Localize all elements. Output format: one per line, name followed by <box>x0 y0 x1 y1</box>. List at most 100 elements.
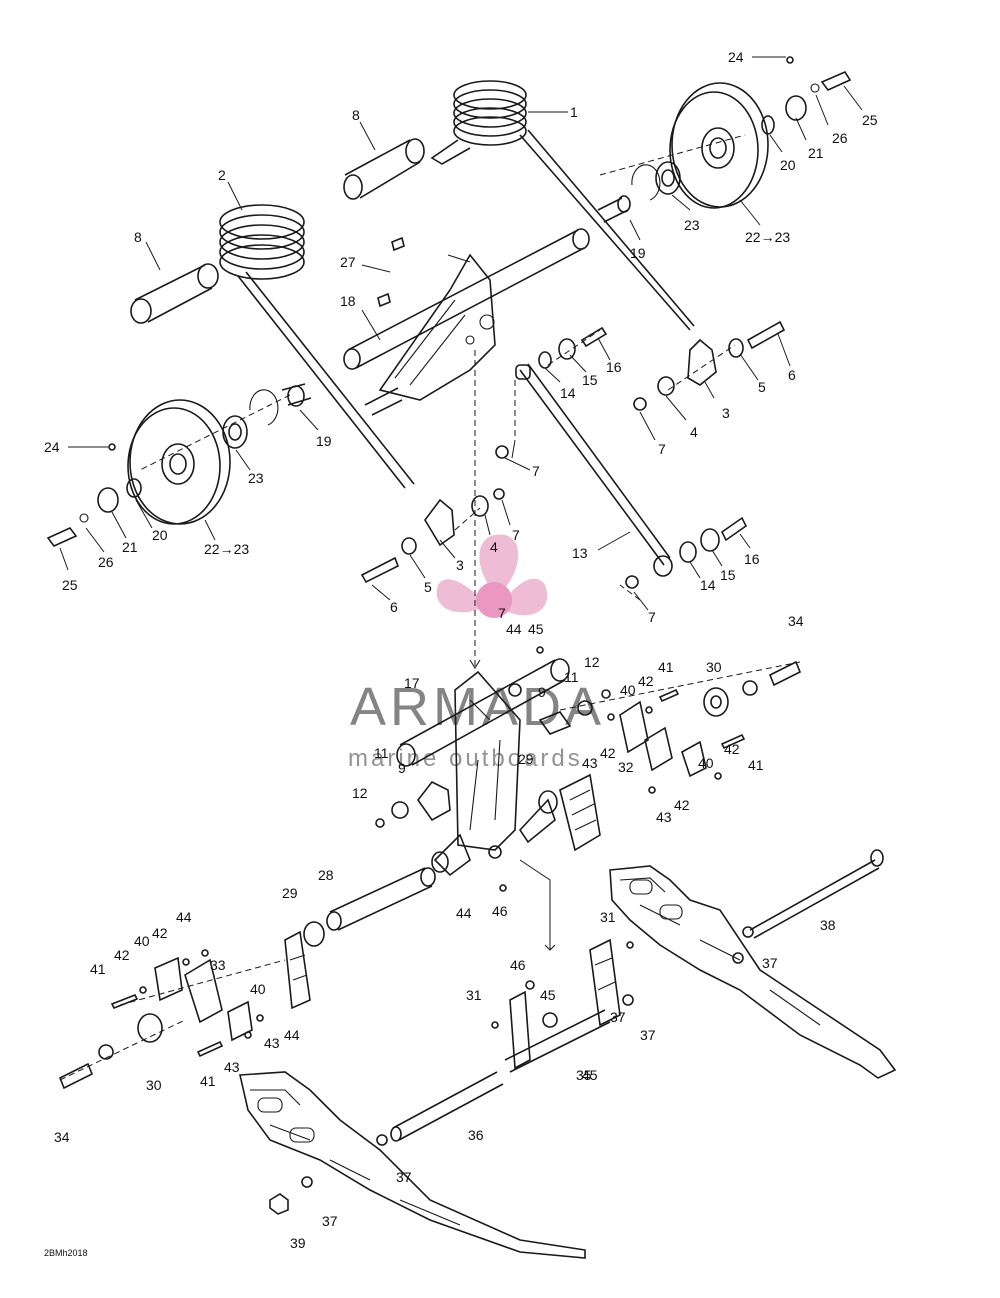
callout-label: 25 <box>862 112 878 128</box>
slide-rail-left <box>239 1071 586 1259</box>
callout-label: 4 <box>690 424 698 440</box>
callout-label: 14 <box>700 577 716 593</box>
callout-label: 11 <box>564 669 579 685</box>
callout-label: 37 <box>322 1213 338 1229</box>
idler-wheel-left <box>127 399 231 525</box>
assembly-lines <box>59 134 801 1081</box>
spring-sleeve-upper <box>343 138 425 200</box>
callout-label: 23 <box>684 217 700 233</box>
callout-label: 3 <box>722 405 730 421</box>
callout-label: 20 <box>780 157 796 173</box>
callout-labels: 1 2 3 3 4 4 5 5 6 6 7 7 7 7 7 8 8 9 9 11… <box>44 49 878 1251</box>
callout-label: 37 <box>610 1009 626 1025</box>
callout-label: 7 <box>658 441 666 457</box>
callout-label: 24 <box>44 439 60 455</box>
upper-small-screws <box>108 56 794 451</box>
shaft-38 <box>742 849 884 939</box>
callout-label: 8 <box>134 229 142 245</box>
callout-label: 12 <box>584 654 600 670</box>
callout-label: 37 <box>762 955 778 971</box>
callout-label: 32 <box>618 759 634 775</box>
pivot-hardware-mid <box>360 488 748 589</box>
callout-label: 23 <box>248 470 264 486</box>
watermark: ARMADA marine outboards <box>348 534 605 772</box>
callout-label: 42 <box>152 925 168 941</box>
callout-label: 8 <box>352 107 360 123</box>
callout-label: 5 <box>758 379 766 395</box>
callout-label: 13 <box>572 545 588 561</box>
callout-label: 24 <box>728 49 744 65</box>
callout-label: 3 <box>456 557 464 573</box>
shaft-28 <box>303 867 436 947</box>
callout-label: 41 <box>658 659 674 675</box>
callout-label: 7 <box>532 463 540 479</box>
pivot-hardware-upper <box>495 320 786 459</box>
callout-label: 22→23 <box>745 229 790 245</box>
callout-label: 20 <box>152 527 168 543</box>
callout-label: 38 <box>820 917 836 933</box>
callout-label: 15 <box>582 372 598 388</box>
callout-label: 21 <box>808 145 824 161</box>
callout-label: 11 <box>374 745 389 761</box>
callout-label: 37 <box>396 1169 412 1185</box>
callout-label: 5 <box>424 579 432 595</box>
callout-label: 44 <box>456 905 472 921</box>
callout-label: 42 <box>114 947 130 963</box>
shaft-36 <box>390 1071 504 1142</box>
callout-label: 28 <box>318 867 334 883</box>
callout-label: 6 <box>390 599 398 615</box>
callout-label: 41 <box>200 1073 216 1089</box>
callout-label: 45 <box>528 621 544 637</box>
callout-label: 43 <box>264 1035 280 1051</box>
callout-label: 33 <box>210 957 226 973</box>
callout-label: 25 <box>62 577 78 593</box>
idler-wheel-right <box>669 82 769 209</box>
callout-label: 37 <box>640 1027 656 1043</box>
callout-label: 9 <box>398 760 406 776</box>
left-bracket-hardware <box>58 930 311 1090</box>
callout-label: 31 <box>600 909 616 925</box>
callout-label: 16 <box>744 551 760 567</box>
wheel-hardware-right <box>597 70 852 223</box>
callout-label: 6 <box>788 367 796 383</box>
rod-13 <box>519 363 671 566</box>
callout-label: 27 <box>340 254 356 270</box>
callout-label: 2 <box>218 167 226 183</box>
callout-label: 34 <box>788 613 804 629</box>
leader-lines <box>59 56 863 611</box>
callout-label: 29 <box>282 885 298 901</box>
callout-label: 19 <box>316 433 332 449</box>
callout-label: 4 <box>490 539 498 555</box>
wheel-hardware-left <box>46 383 312 547</box>
upper-arm-bracket <box>364 253 496 416</box>
watermark-brand: ARMADA <box>350 677 605 737</box>
cross-shaft-18 <box>343 228 590 370</box>
callout-label: 34 <box>54 1129 70 1145</box>
callout-label: 31 <box>466 987 482 1003</box>
callout-label: 39 <box>290 1235 306 1251</box>
callout-label: 30 <box>706 659 722 675</box>
spring-sleeve-lower <box>130 263 219 324</box>
callout-label: 15 <box>720 567 736 583</box>
callout-label: 41 <box>748 757 764 773</box>
callout-label: 7 <box>512 527 520 543</box>
callout-label: 44 <box>176 909 192 925</box>
callout-label: 16 <box>606 359 622 375</box>
torsion-spring-2 <box>219 204 415 489</box>
callout-label: 46 <box>510 957 526 973</box>
callout-label: 43 <box>224 1059 240 1075</box>
callout-label: 40 <box>134 933 150 949</box>
watermark-tagline: marine outboards <box>348 745 583 772</box>
callout-label: 35 <box>576 1067 592 1083</box>
drawing-code: 2BMh2018 <box>44 1248 88 1258</box>
callout-label: 21 <box>122 539 138 555</box>
callout-label: 42 <box>600 745 616 761</box>
callout-label: 45 <box>540 987 556 1003</box>
rear-bracket-35 <box>491 938 634 1073</box>
callout-label: 12 <box>352 785 368 801</box>
callout-label: 14 <box>560 385 576 401</box>
callout-label: 22→23 <box>204 541 249 557</box>
callout-label: 29 <box>518 751 534 767</box>
callout-label: 30 <box>146 1077 162 1093</box>
